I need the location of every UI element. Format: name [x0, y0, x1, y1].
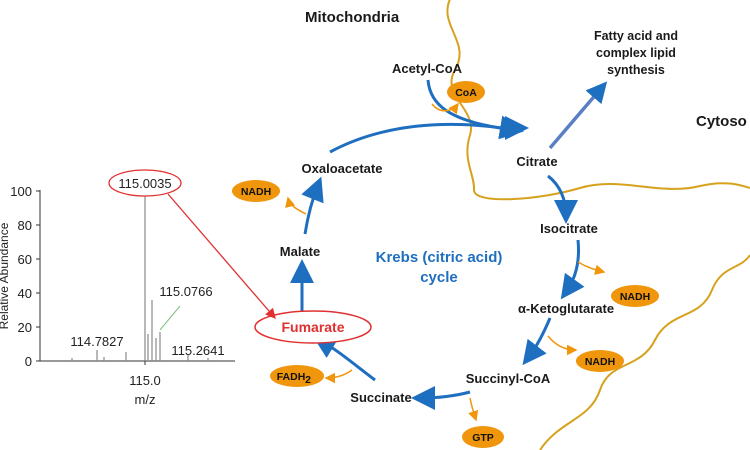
metabolite-citrate: Citrate: [516, 154, 557, 169]
arrow-isocitrate-ketoglutarate: [560, 239, 585, 300]
metabolite-acetyl-coa: Acetyl-CoA: [392, 61, 463, 76]
svg-text:FADH: FADH: [277, 371, 306, 383]
cytosol-membrane: [539, 254, 750, 450]
spectrum-y-axis-label: Relative Abundance: [0, 222, 11, 329]
spectrum-x-tick: 115.0: [129, 373, 161, 388]
mass-spectrum: 100 80 60 40 20 0 Relative Abundance 115…: [0, 169, 235, 407]
peak-label-115-0766: 115.0766: [159, 284, 212, 299]
peak-to-fumarate-arrow: [167, 193, 276, 319]
metabolite-succinyl-coa: Succinyl-CoA: [466, 371, 551, 386]
cycle-title-line2: cycle: [420, 269, 458, 286]
y-tick-80: 80: [18, 218, 32, 233]
nadh-ketoglutarate-arrow: [547, 335, 578, 356]
y-tick-60: 60: [18, 252, 32, 267]
peak-label-ring: [108, 169, 182, 197]
metabolite-succinate: Succinate: [350, 390, 411, 405]
arrow-succinate-fumarate: [312, 335, 376, 382]
cofactor-nadh-ketoglutarate: NADH: [576, 350, 624, 372]
cycle-title-line1: Krebs (citric acid): [376, 249, 503, 266]
coa-release-arrow: [431, 102, 459, 115]
arrow-citrate-isocitrate: [547, 174, 578, 224]
nadh-isocitrate-arrow: [577, 261, 606, 275]
peak-leader-line: [159, 305, 181, 331]
y-tick-100: 100: [10, 184, 32, 199]
cofactor-coa: CoA: [447, 81, 485, 103]
gtp-arrow: [468, 397, 479, 422]
fadh2-arrow: [324, 369, 353, 384]
spectrum-peaks: [71, 191, 209, 361]
fumarate-highlight-ring: [254, 310, 372, 344]
arrow-ketoglutarate-succinylcoa: [522, 317, 552, 366]
arrow-oxaloacetate-citrate: [329, 115, 524, 154]
fatty-acid-line2: complex lipid: [596, 46, 676, 60]
citrate-export-arrow: [548, 81, 608, 150]
svg-text:GTP: GTP: [472, 432, 494, 444]
svg-text:NADH: NADH: [241, 186, 271, 198]
cofactor-nadh-isocitrate: NADH: [611, 285, 659, 307]
metabolite-ketoglutarate: α-Ketoglutarate: [518, 301, 614, 316]
fatty-acid-line3: synthesis: [607, 63, 665, 77]
y-tick-40: 40: [18, 286, 32, 301]
arrow-malate-oxaloacetate: [301, 176, 324, 235]
mitochondria-label: Mitochondria: [305, 9, 400, 26]
svg-text:NADH: NADH: [620, 291, 650, 303]
metabolite-isocitrate: Isocitrate: [540, 221, 598, 236]
metabolite-oxaloacetate: Oxaloacetate: [302, 161, 383, 176]
svg-text:2: 2: [305, 374, 311, 386]
fatty-acid-line1: Fatty acid and: [594, 29, 678, 43]
peak-label-114-7827: 114.7827: [70, 334, 123, 349]
spectrum-y-ticks: [36, 190, 40, 362]
cofactor-gtp: GTP: [462, 426, 504, 448]
peak-label-115-0035: 115.0035: [118, 176, 171, 191]
nadh-malate-arrow: [285, 196, 307, 215]
arrow-succinylcoa-succinate: [411, 385, 471, 410]
metabolite-fumarate: Fumarate: [281, 319, 344, 335]
cofactor-fadh2: FADH 2: [270, 365, 324, 387]
svg-text:NADH: NADH: [585, 356, 615, 368]
peak-label-115-2641: 115.2641: [171, 343, 224, 358]
svg-text:CoA: CoA: [455, 87, 477, 99]
mitochondrial-membrane: [446, 0, 750, 201]
cofactor-nadh-malate: NADH: [232, 180, 280, 202]
metabolite-malate: Malate: [280, 244, 320, 259]
spectrum-x-axis-label: m/z: [135, 392, 156, 407]
y-tick-20: 20: [18, 320, 32, 335]
y-tick-0: 0: [25, 354, 32, 369]
cytosol-label: Cytoso: [696, 113, 747, 130]
